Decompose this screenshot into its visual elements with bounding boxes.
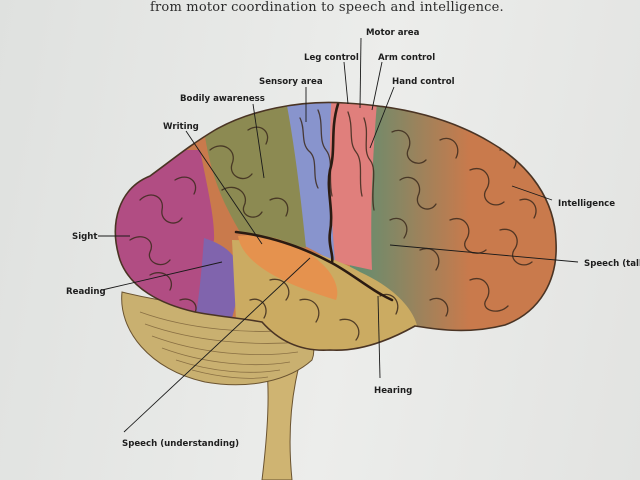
label-motor-area: Motor area — [366, 28, 420, 38]
leader-speech-understanding — [123, 257, 311, 433]
leader-arm-control — [371, 61, 383, 111]
label-reading: Reading — [66, 287, 106, 297]
motor-area-region — [329, 102, 378, 270]
central-sulcus — [327, 102, 340, 264]
leader-lines — [98, 37, 579, 433]
label-writing: Writing — [163, 122, 199, 132]
leader-hand-control — [369, 86, 395, 149]
label-intelligence: Intelligence — [558, 199, 615, 209]
label-hearing: Hearing — [374, 386, 412, 396]
label-arm-control: Arm control — [378, 53, 435, 63]
cerebrum-outline — [114, 101, 557, 351]
brainstem — [261, 359, 301, 480]
reading-region — [196, 238, 240, 318]
leader-hearing — [377, 295, 381, 379]
occipital-region — [115, 150, 215, 320]
leader-motor-area — [359, 37, 362, 109]
label-bodily-awareness: Bodily awareness — [180, 94, 265, 104]
leader-leg-control — [343, 61, 349, 105]
leader-speech-talking — [389, 244, 579, 263]
label-hand-control: Hand control — [392, 77, 455, 87]
leader-bodily-awareness — [252, 103, 265, 179]
label-speech-understanding: Speech (understanding) — [122, 439, 239, 449]
label-sensory-area: Sensory area — [259, 77, 323, 87]
label-leg-control: Leg control — [304, 53, 359, 63]
speech-understanding-region — [238, 235, 338, 300]
leader-reading — [101, 261, 223, 291]
caption-text: from motor coordination to speech and in… — [150, 0, 504, 15]
lateral-sulcus — [234, 230, 394, 302]
leader-writing — [185, 130, 263, 245]
leader-intelligence — [511, 185, 553, 201]
label-speech-talking: Speech (talking) — [584, 259, 640, 269]
label-sight: Sight — [72, 232, 98, 242]
